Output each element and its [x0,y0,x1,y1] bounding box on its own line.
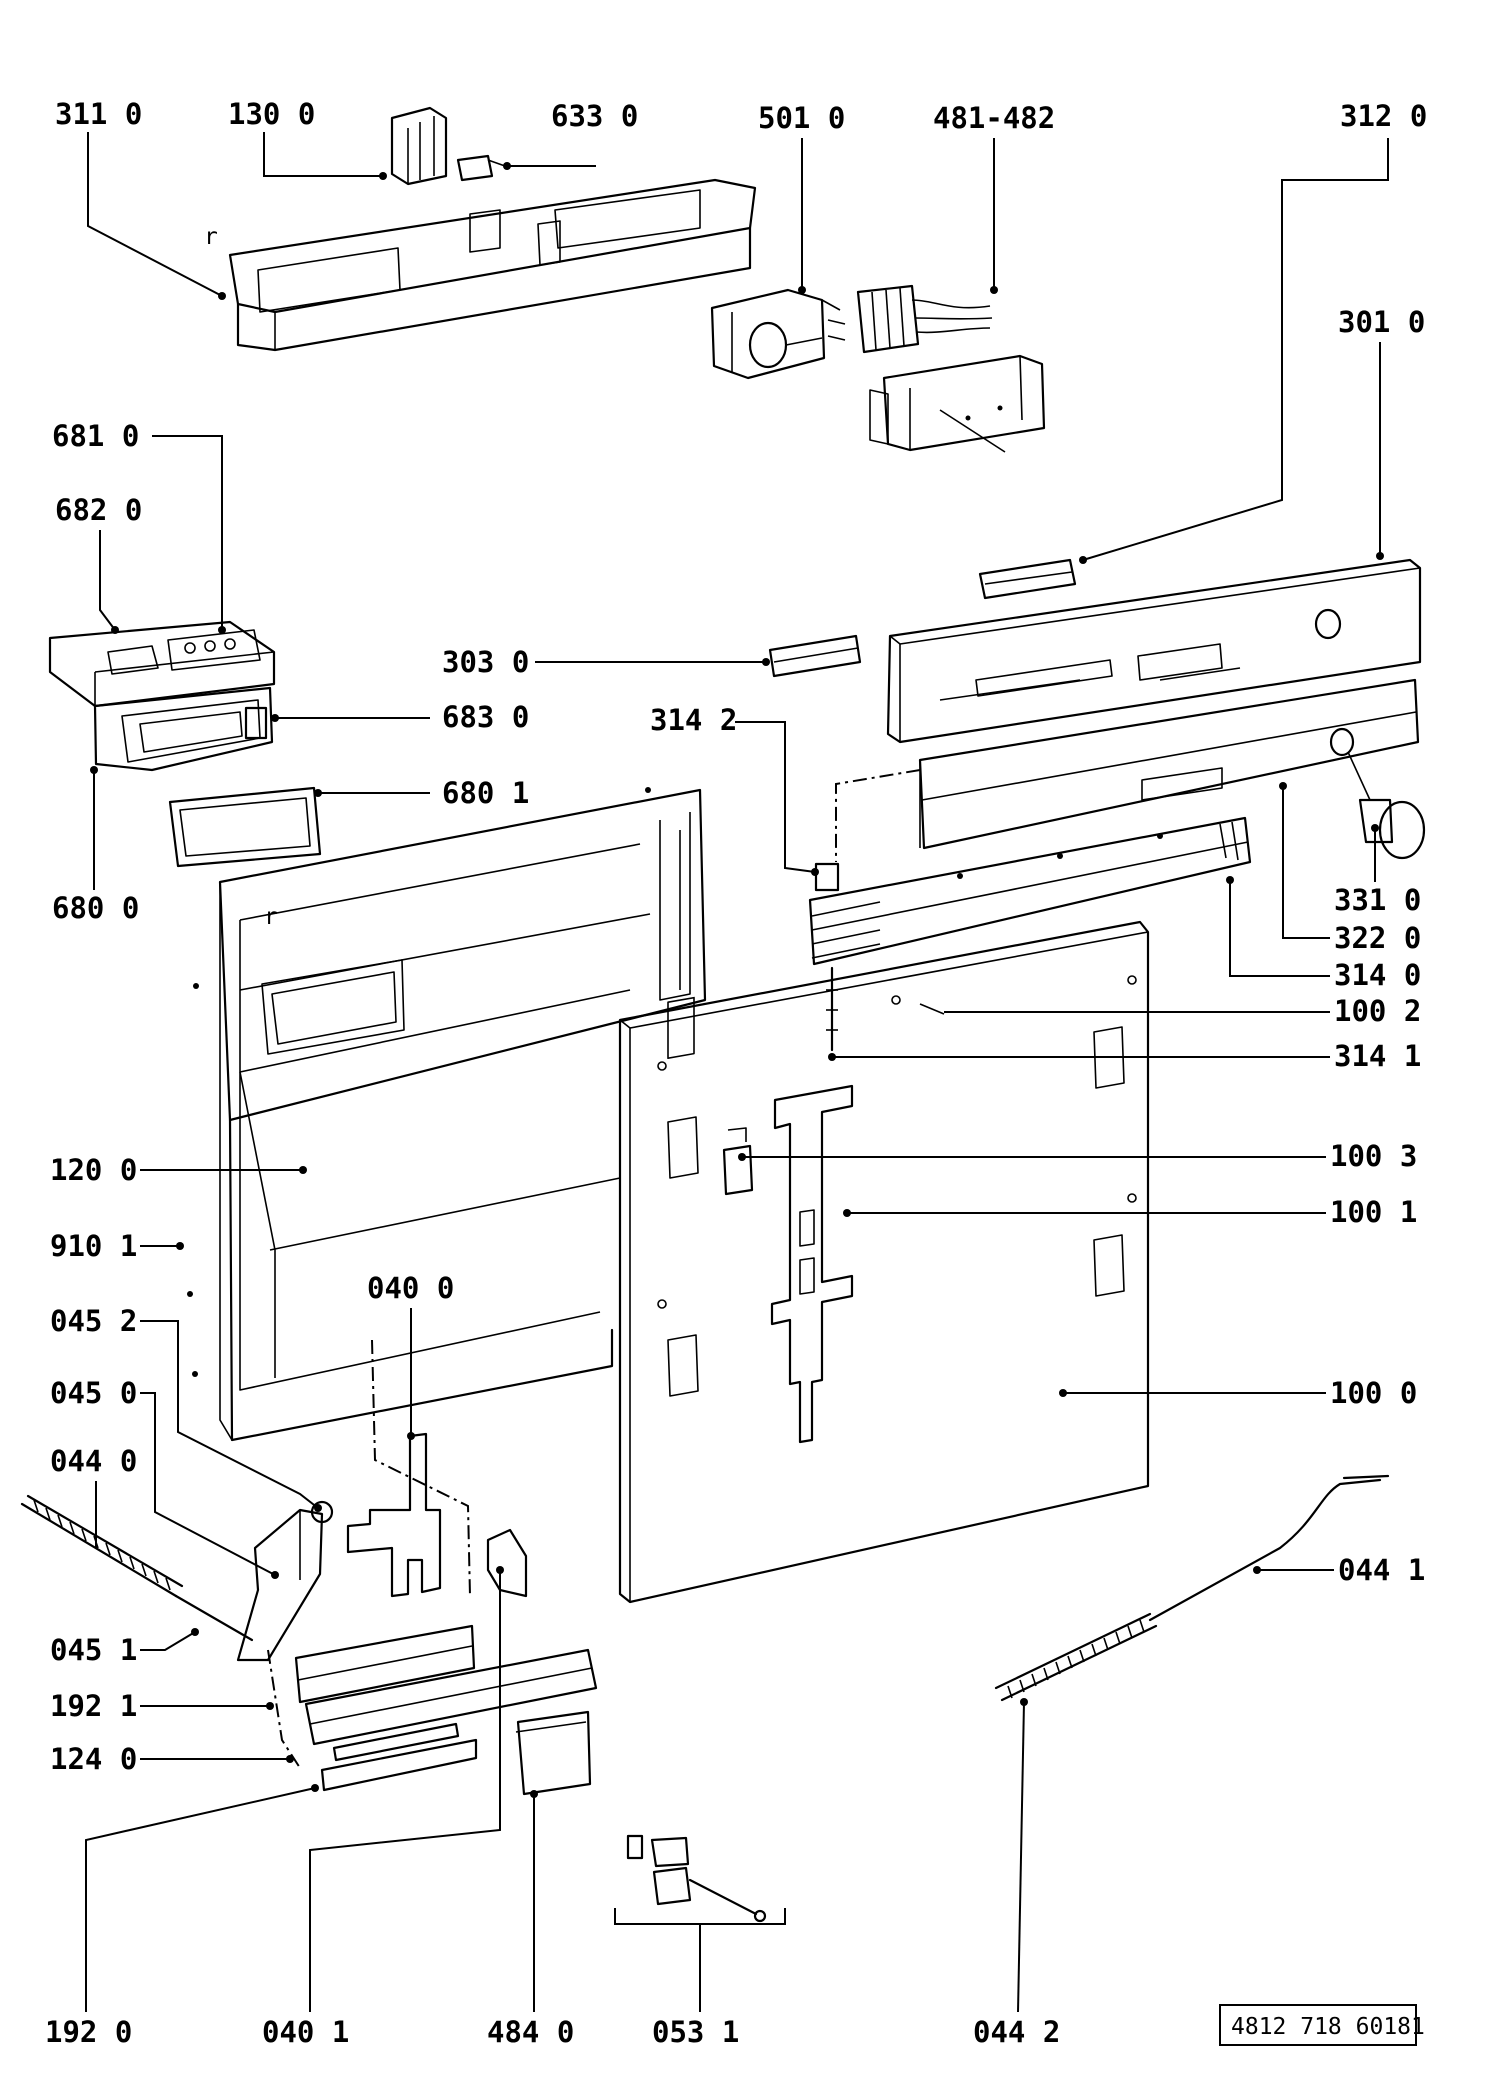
part-314-2-clip [814,862,840,892]
label-044-0: 044 0 [50,1444,137,1478]
svg-text:r: r [264,904,278,930]
part-040-1-bracket [486,1528,528,1598]
label-100-1: 100 1 [1330,1195,1417,1229]
part-044-1-rod [1148,1474,1390,1622]
part-cam-housing [869,354,1046,453]
label-045-2: 045 2 [50,1304,137,1338]
drawing-number: 4812 718 60181 [1231,2014,1425,2040]
label-681-0: 681 0 [52,419,139,453]
part-labels: 311 0 130 0 633 0 501 0 481-482 312 0 30… [45,97,1427,2049]
part-312-button [978,558,1077,600]
part-311-console-rail: r [204,178,757,352]
label-331-0: 331 0 [1334,883,1421,917]
part-501-timer [710,288,846,380]
label-044-1: 044 1 [1338,1553,1425,1587]
label-303-0: 303 0 [442,645,529,679]
label-311-0: 311 0 [55,97,142,131]
label-501-0: 501 0 [758,101,845,135]
label-680-0: 680 0 [52,891,139,925]
part-045-hinge-arm [236,1500,334,1662]
label-314-0: 314 0 [1334,958,1421,992]
label-633-0: 633 0 [551,99,638,133]
part-100-3-clip [722,1127,754,1196]
label-481-482: 481-482 [933,101,1055,135]
part-322-panel-strip [918,678,1420,850]
label-040-0: 040 0 [367,1271,454,1305]
label-124-0: 124 0 [50,1742,137,1776]
drawing-number-box: 4812 718 60181 [1219,2004,1425,2046]
part-633-switch [456,154,506,182]
label-192-0: 192 0 [45,2015,132,2049]
part-314-rail [808,816,1252,966]
part-053-1-small-parts [626,1834,767,1923]
label-312-0: 312 0 [1340,99,1427,133]
label-314-2: 314 2 [650,703,737,737]
label-045-0: 045 0 [50,1376,137,1410]
label-044-2: 044 2 [973,2015,1060,2049]
label-040-1: 040 1 [262,2015,349,2049]
part-120-inner-frame: r [187,787,707,1442]
label-053-1: 053 1 [652,2015,739,2049]
label-100-2: 100 2 [1334,994,1421,1028]
part-100-outer-door [618,920,1150,1604]
part-130-switch [390,106,448,186]
label-683-0: 683 0 [442,700,529,734]
label-484-0: 484 0 [487,2015,574,2049]
part-040-hinge-bracket [346,1339,471,1598]
label-192-1: 192 1 [50,1689,137,1723]
part-303-button [768,634,862,678]
leader-lines [85,132,1389,2013]
part-331-knob [1347,751,1426,860]
part-044-0-spring [20,1494,254,1642]
label-045-1: 045 1 [50,1633,137,1667]
part-301-control-panel [886,558,1422,744]
part-681-dispenser [48,620,276,708]
label-910-1: 910 1 [50,1229,137,1263]
part-044-2-spring [994,1612,1158,1702]
label-322-0: 322 0 [1334,921,1421,955]
part-680-1-gasket [168,786,322,868]
part-484-latch [515,1710,592,1796]
part-481-482-connector [856,284,993,354]
label-130-0: 130 0 [228,97,315,131]
label-682-0: 682 0 [55,493,142,527]
assembly-path-panel [835,769,921,862]
part-683-dispenser-body [93,686,274,772]
label-120-0: 120 0 [50,1153,137,1187]
part-100-1-hinge-plate [770,1084,854,1444]
label-680-1: 680 1 [442,776,529,810]
part-192-124-channel [267,1624,598,1792]
label-100-0: 100 0 [1330,1376,1417,1410]
label-100-3: 100 3 [1330,1139,1417,1173]
label-301-0: 301 0 [1338,305,1425,339]
label-314-1: 314 1 [1334,1039,1421,1073]
svg-text:r: r [204,224,218,250]
